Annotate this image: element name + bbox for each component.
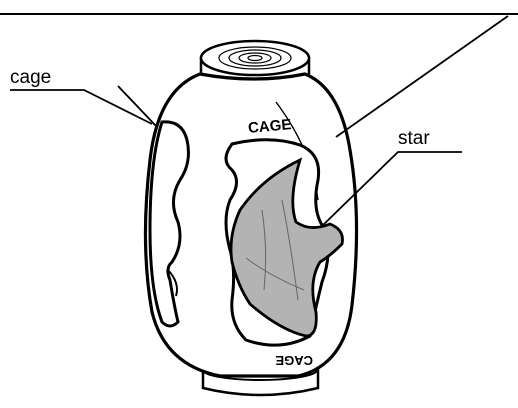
cage-label: cage [10,68,51,87]
embossed-text-bottom: CAGE [275,353,313,368]
cage-leader-line [10,90,152,124]
star-label: star [398,129,430,148]
cage-pointer-line [118,86,156,126]
cage-callout-line [336,16,508,137]
